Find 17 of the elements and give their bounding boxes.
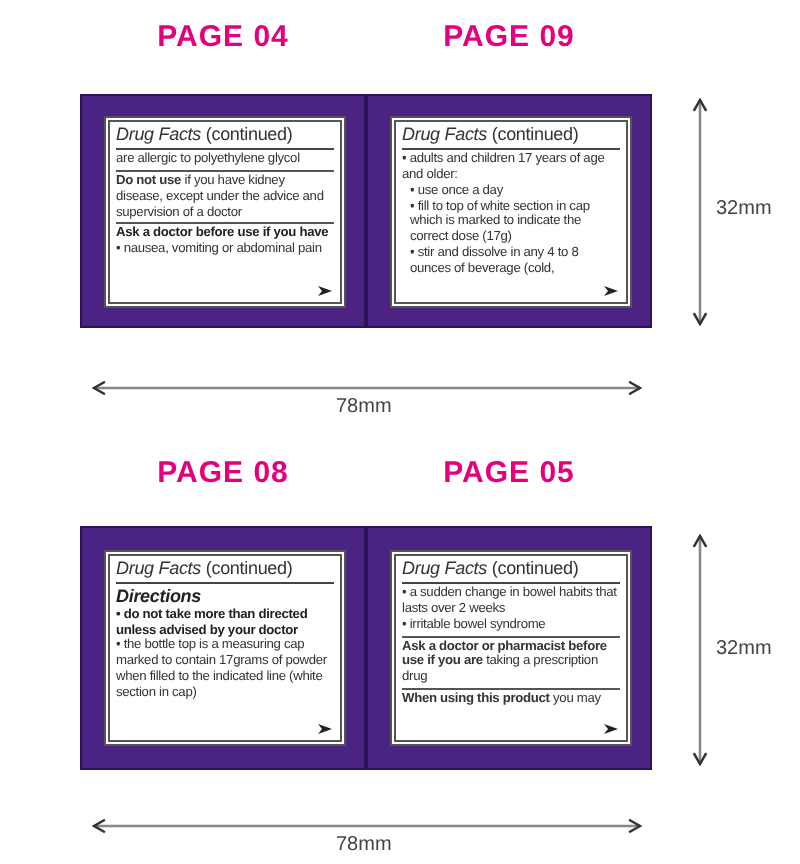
page-heading: PAGE 05 bbox=[441, 456, 577, 490]
facts-card bbox=[390, 550, 632, 746]
facts-card bbox=[104, 116, 346, 308]
page-heading: PAGE 04 bbox=[155, 20, 291, 54]
facts-card bbox=[390, 116, 632, 308]
page-heading: PAGE 08 bbox=[155, 456, 291, 490]
dimension-label: 78mm bbox=[336, 396, 392, 418]
dimension-label: 32mm bbox=[716, 198, 772, 220]
dimension-label: 32mm bbox=[716, 638, 772, 660]
card-heading: Drug Facts (continued) bbox=[402, 558, 620, 584]
facts-card bbox=[104, 550, 346, 746]
card-heading: Drug Facts (continued) bbox=[402, 124, 620, 150]
card-heading: Drug Facts (continued) bbox=[116, 558, 334, 584]
dimension-label: 78mm bbox=[336, 834, 392, 856]
section-heading: Directions bbox=[116, 585, 204, 608]
card-heading: Drug Facts (continued) bbox=[116, 124, 334, 150]
page-heading: PAGE 09 bbox=[441, 20, 577, 54]
